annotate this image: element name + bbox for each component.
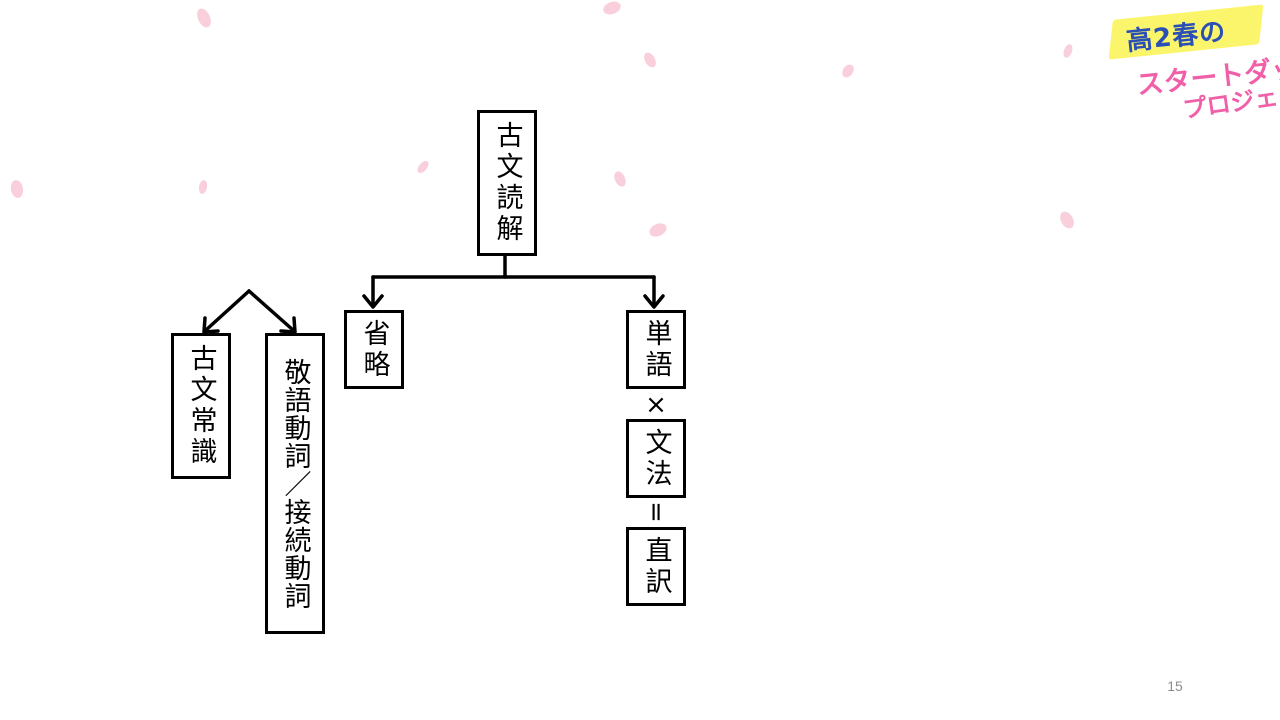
petal-shape xyxy=(614,171,626,187)
grammar-label: 文法 xyxy=(640,427,672,490)
literal-translation-box: 直訳 xyxy=(626,527,686,606)
honorific-connective-label: 敬語動詞／接続動詞 xyxy=(279,357,311,610)
arrowhead-split-left xyxy=(202,316,220,334)
arrowhead-vocab xyxy=(643,294,665,309)
root-label: 古文読解 xyxy=(491,121,523,245)
omission-box: 省略 xyxy=(344,310,404,389)
petal-shape xyxy=(1063,44,1073,58)
classical-knowledge-box: 古文常識 xyxy=(171,333,231,479)
petal-shape xyxy=(644,52,656,68)
vocab-box: 単語 xyxy=(626,310,686,389)
petal-shape xyxy=(198,180,208,194)
equals-operator: = xyxy=(626,499,686,525)
petal-shape xyxy=(842,64,854,78)
grammar-box: 文法 xyxy=(626,419,686,498)
times-operator: × xyxy=(645,390,667,420)
classical-knowledge-label: 古文常識 xyxy=(185,344,217,468)
root-box-kobun-dokkai: 古文読解 xyxy=(477,110,537,256)
equals-label: = xyxy=(640,501,671,523)
vocab-label: 単語 xyxy=(640,318,672,381)
petal-shape xyxy=(417,161,429,173)
omission-label: 省略 xyxy=(358,318,390,381)
arrowhead-omission xyxy=(362,294,384,309)
petal-shape xyxy=(649,223,667,237)
split-arrow-right xyxy=(247,289,295,332)
project-logo: 高2春の スタートダッシュ プロジェクト xyxy=(1108,0,1280,124)
petal-shape xyxy=(197,8,211,28)
page-number: 15 xyxy=(1167,678,1183,694)
honorific-connective-verbs-box: 敬語動詞／接続動詞 xyxy=(265,333,325,634)
split-arrow-left xyxy=(204,289,251,332)
petal-shape xyxy=(10,180,24,198)
literal-translation-label: 直訳 xyxy=(640,535,672,598)
petal-shape xyxy=(1060,211,1074,229)
petal-shape xyxy=(603,1,621,15)
arrowhead-split-right xyxy=(279,316,297,334)
